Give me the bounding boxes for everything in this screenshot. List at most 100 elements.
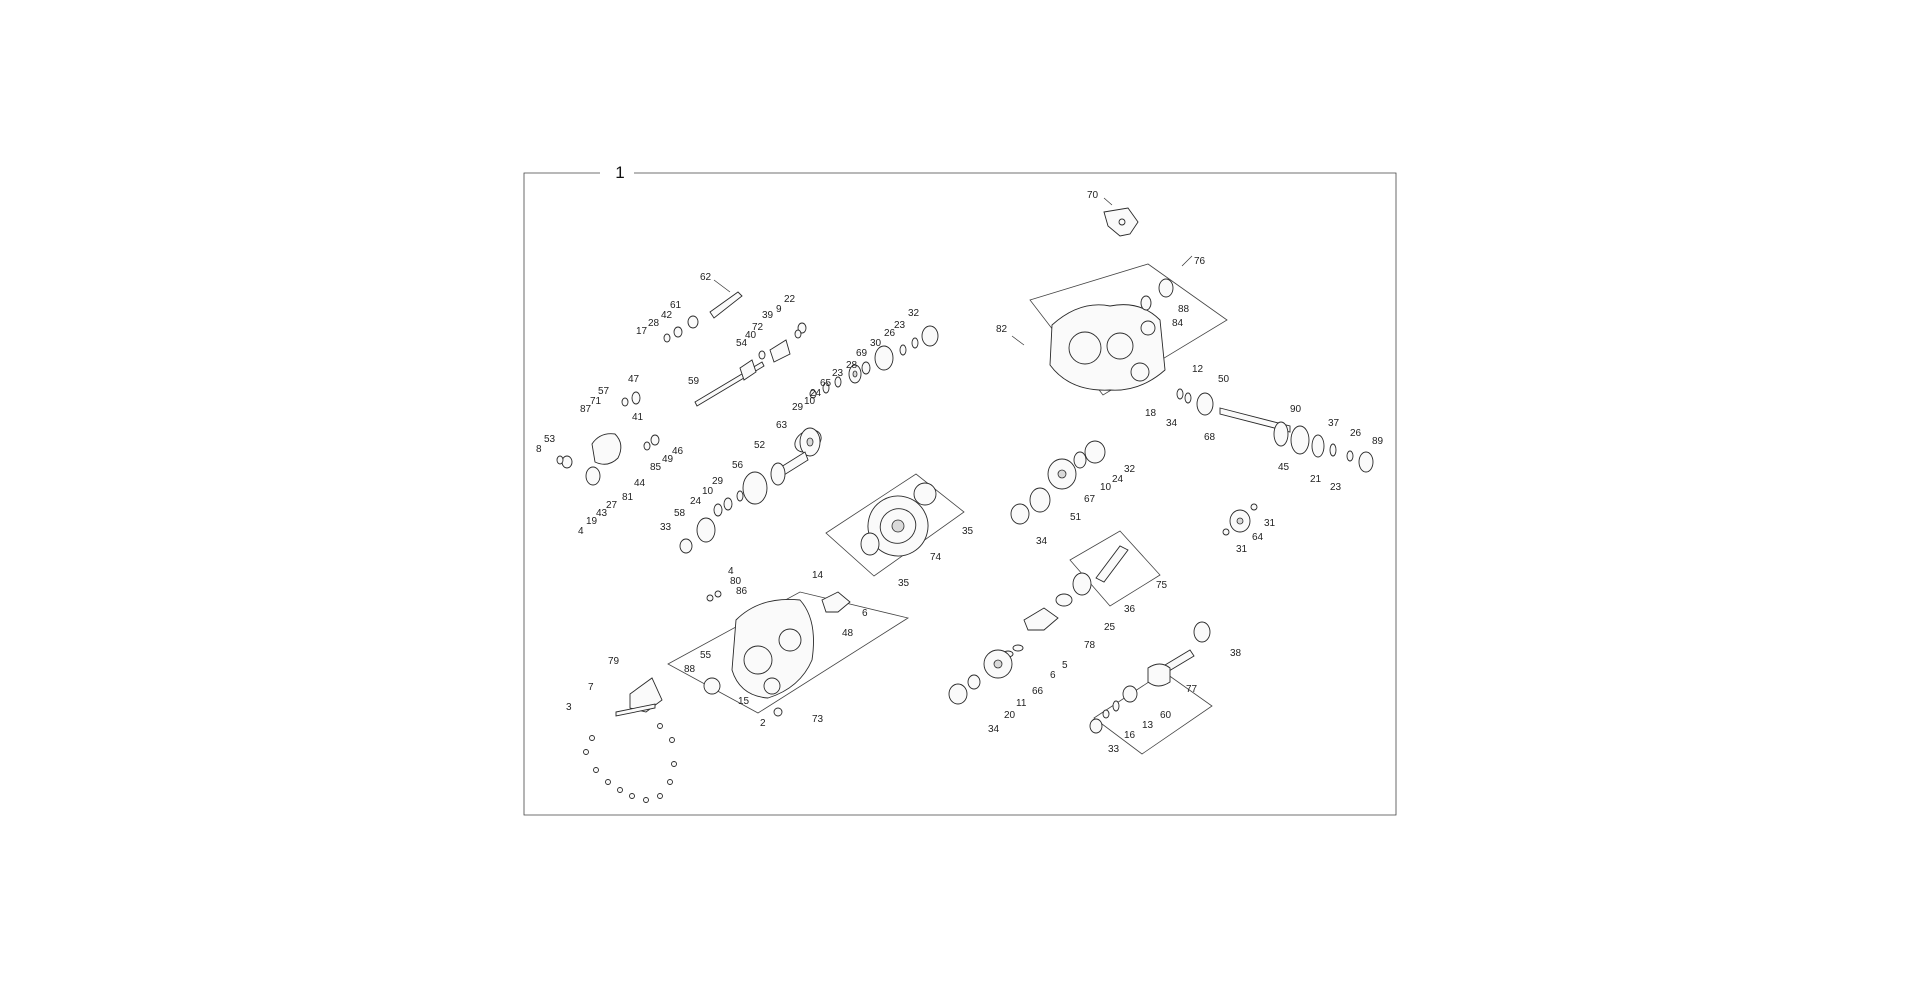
- housing-right: [1029, 263, 1228, 396]
- gear-64: [1222, 503, 1258, 536]
- callout-87: 87: [580, 404, 592, 415]
- callout-23: 23: [1330, 482, 1342, 493]
- housing-left: [667, 590, 910, 717]
- callout-10: 10: [804, 396, 816, 407]
- callout-24c: 24: [1112, 474, 1124, 485]
- callout-37: 37: [1328, 418, 1340, 429]
- callout-88: 88: [1178, 304, 1190, 315]
- callout-86: 86: [736, 586, 748, 597]
- callout-61: 61: [670, 300, 682, 311]
- callout-54: 54: [736, 338, 748, 349]
- callout-81: 81: [622, 492, 634, 503]
- callout-29b: 29: [712, 476, 724, 487]
- callout-77: 77: [1186, 684, 1198, 695]
- callout-9: 9: [776, 304, 782, 315]
- callout-63: 63: [776, 420, 788, 431]
- callout-64: 64: [1252, 532, 1264, 543]
- callout-26: 26: [1350, 428, 1362, 439]
- callout-66: 66: [1032, 686, 1044, 697]
- callout-labels: 70 76 88 84 82 12 50 18 34 68 90 37 26 8…: [536, 190, 1384, 755]
- callout-22: 22: [784, 294, 796, 305]
- callout-38: 38: [1230, 648, 1242, 659]
- callout-52: 52: [754, 440, 766, 451]
- callout-2: 2: [760, 718, 766, 729]
- callout-46: 46: [672, 446, 684, 457]
- callout-40: 40: [745, 330, 757, 341]
- callout-23c: 23: [832, 368, 844, 379]
- callout-18: 18: [1145, 408, 1157, 419]
- callout-33b: 33: [1108, 744, 1120, 755]
- callout-16: 16: [1124, 730, 1136, 741]
- shaft-77-group: [1089, 621, 1213, 755]
- callout-41: 41: [632, 412, 644, 423]
- callout-34: 34: [1166, 418, 1178, 429]
- callout-23b: 23: [894, 320, 906, 331]
- callout-60: 60: [1160, 710, 1172, 721]
- callout-34c: 34: [988, 724, 1000, 735]
- callout-8: 8: [536, 444, 542, 455]
- callout-74: 74: [930, 552, 942, 563]
- callout-17: 17: [636, 326, 648, 337]
- callout-24: 24: [810, 388, 822, 399]
- diagram-frame: 1: [523, 160, 1397, 816]
- callout-88b: 88: [684, 664, 696, 675]
- callout-72: 72: [752, 322, 764, 333]
- callout-25: 25: [1104, 622, 1116, 633]
- callout-32b: 32: [1124, 464, 1136, 475]
- callout-68: 68: [1204, 432, 1216, 443]
- callout-19: 19: [586, 516, 598, 527]
- callout-12: 12: [1192, 364, 1204, 375]
- callout-90: 90: [1290, 404, 1302, 415]
- callout-35: 35: [962, 526, 974, 537]
- callout-4: 4: [578, 526, 584, 537]
- callout-3: 3: [566, 702, 572, 713]
- callout-45: 45: [1278, 462, 1290, 473]
- callout-31: 31: [1264, 518, 1276, 529]
- callout-67: 67: [1084, 494, 1096, 505]
- callout-43: 43: [596, 508, 608, 519]
- gear-row-middle: [679, 427, 821, 554]
- shaft-75-group: [948, 530, 1161, 705]
- callout-47: 47: [628, 374, 640, 385]
- callout-6: 6: [862, 608, 868, 619]
- callout-78: 78: [1084, 640, 1096, 651]
- callout-14: 14: [812, 570, 824, 581]
- callout-15: 15: [738, 696, 750, 707]
- frame-label: 1: [615, 163, 624, 182]
- callout-28: 28: [648, 318, 660, 329]
- callout-48: 48: [842, 628, 854, 639]
- callout-27: 27: [606, 500, 618, 511]
- gear-cluster-67: [1010, 440, 1106, 525]
- callout-29: 29: [792, 402, 804, 413]
- left-cover-group: [556, 391, 660, 486]
- bracket-70: [1103, 207, 1139, 237]
- callout-42: 42: [661, 310, 673, 321]
- callout-33: 33: [660, 522, 672, 533]
- callout-84: 84: [1172, 318, 1184, 329]
- callout-53: 53: [544, 434, 556, 445]
- callout-85: 85: [650, 462, 662, 473]
- callout-69: 69: [856, 348, 868, 359]
- callout-10c: 10: [1100, 482, 1112, 493]
- callout-13: 13: [1142, 720, 1154, 731]
- callout-89: 89: [1372, 436, 1384, 447]
- callout-51: 51: [1070, 512, 1082, 523]
- callout-55: 55: [700, 650, 712, 661]
- callout-76: 76: [1194, 256, 1206, 267]
- callout-79: 79: [608, 656, 620, 667]
- callout-24b: 24: [690, 496, 702, 507]
- callout-28b: 28: [846, 360, 858, 371]
- callout-35b: 35: [898, 578, 910, 589]
- callout-73: 73: [812, 714, 824, 725]
- callout-31b: 31: [1236, 544, 1248, 555]
- callout-10b: 10: [702, 486, 714, 497]
- callout-62: 62: [700, 272, 712, 283]
- callout-20: 20: [1004, 710, 1016, 721]
- callout-5: 5: [1062, 660, 1068, 671]
- callout-34b: 34: [1036, 536, 1048, 547]
- callout-7: 7: [588, 682, 594, 693]
- callout-6b: 6: [1050, 670, 1056, 681]
- callout-4b: 4: [728, 566, 734, 577]
- callout-44: 44: [634, 478, 646, 489]
- callout-75: 75: [1156, 580, 1168, 591]
